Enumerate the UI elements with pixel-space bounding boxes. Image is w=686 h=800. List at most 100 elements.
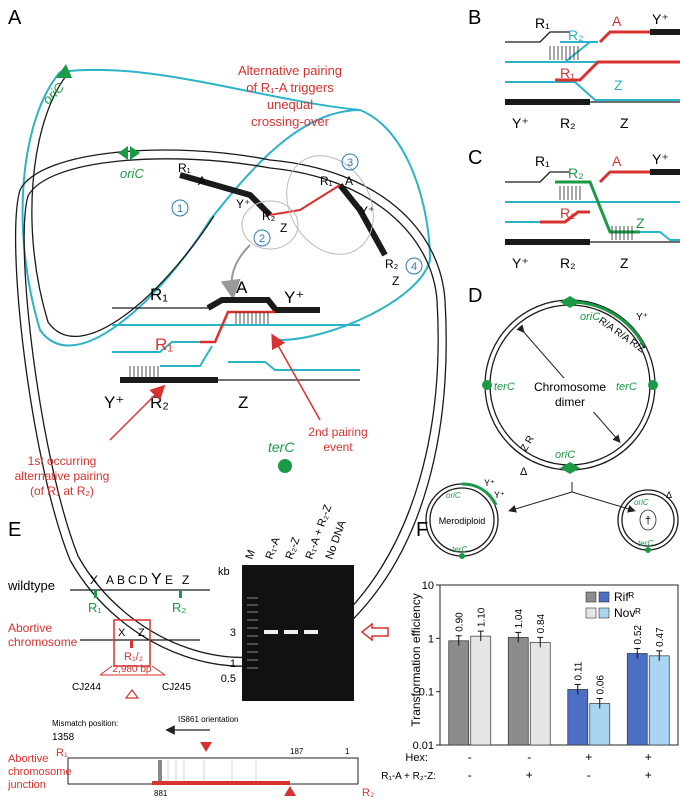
- legend-label: Novᴿ: [614, 606, 641, 620]
- legend-swatch-pos: [598, 591, 610, 603]
- e-wildtype: wildtype: [7, 578, 55, 593]
- r1r2-sign: -: [587, 768, 591, 782]
- second-pairing-line1: 2nd pairing: [308, 425, 367, 439]
- b-r2-b: R₂: [560, 115, 576, 131]
- bar-value-label: 0.90: [455, 612, 466, 632]
- b-a: A: [612, 13, 622, 29]
- wildtype-letter-a: A: [106, 573, 114, 587]
- e-z: Z: [138, 627, 145, 639]
- bar-value-label: 0.84: [536, 613, 547, 633]
- bar-rif: [448, 640, 470, 746]
- bar-value-label: 0.11: [574, 661, 585, 680]
- e-jr1: R₁: [56, 747, 68, 759]
- circle-num-3: 3: [347, 157, 353, 169]
- bar-value-label: 0.06: [596, 675, 607, 695]
- e-kb: kb: [218, 566, 230, 578]
- b-yplus: Y⁺: [652, 11, 669, 27]
- e-pos881: 881: [154, 789, 168, 798]
- c-a: A: [612, 153, 622, 169]
- panel-label-f: F: [416, 519, 428, 541]
- ring-yplus-b: Y⁺: [360, 204, 374, 218]
- e-r1: R₁: [88, 600, 102, 615]
- ring-yplus: Y⁺: [236, 197, 250, 211]
- panel-a-zoom: R₁ A Y⁺ R₁ Y⁺ R₂ Z: [104, 278, 360, 412]
- d-small-oric-l: oriC: [446, 491, 461, 500]
- wildtype-letter-b: B: [117, 573, 125, 587]
- wildtype-letter-e: E: [165, 573, 173, 587]
- first-pairing-line2: alternative pairing: [15, 469, 110, 483]
- panel-f: F Transformation efficiency 1010.10.01Ri…: [381, 519, 679, 782]
- bar-value-label: 0.47: [655, 627, 666, 647]
- chart-frame: [439, 584, 679, 746]
- y-tick-label: 0.1: [419, 687, 434, 699]
- d-small-y1: Y⁺: [484, 478, 495, 488]
- zoom-yplus-b: Y⁺: [104, 393, 124, 412]
- wildtype-letter-d: D: [139, 573, 148, 587]
- d-small-y2: Y⁺: [494, 490, 505, 500]
- wildtype-letter-c: C: [128, 573, 137, 587]
- e-abortive-line2: chromosome: [8, 635, 78, 649]
- zoom-r2: R₂: [150, 393, 169, 412]
- wildtype-letter-y: Y: [151, 571, 162, 588]
- bar-nov: [589, 703, 611, 746]
- panel-c: C R₁ R₂ A Y⁺ R₁ Z Y⁺ R₂ Z: [468, 147, 680, 271]
- bar-nov: [648, 655, 670, 746]
- c-z-b: Z: [620, 255, 629, 271]
- ring-r2: R₂: [262, 209, 276, 223]
- panel-label-e: E: [8, 519, 21, 541]
- annotation-line2: of R₁-A triggers: [246, 80, 334, 95]
- panel-label-d: D: [468, 285, 482, 307]
- oric-outer-label: oriC: [40, 79, 68, 107]
- ring-r1: R₁: [178, 161, 191, 175]
- e-pos1358: 1358: [52, 732, 75, 743]
- d-dagger: †: [645, 515, 651, 527]
- panel-d: D Chromosome dimer oriC oriC terC terC R…: [425, 285, 679, 559]
- c-yplus-b: Y⁺: [512, 255, 529, 271]
- hex-sign: +: [645, 750, 652, 764]
- d-terc-right: terC: [616, 381, 637, 393]
- gel-lane-label-2: R₂-Z: [284, 535, 303, 561]
- annotation-line1: Alternative pairing: [238, 63, 342, 78]
- d-small-delta: Δ: [666, 490, 672, 500]
- circle-num-4: 4: [411, 261, 417, 273]
- zoom-z: Z: [238, 393, 248, 412]
- first-pairing-line1: 1st occurring: [28, 454, 97, 468]
- e-pos1: 1: [345, 747, 350, 756]
- legend-swatch-pos: [598, 607, 610, 619]
- wildtype-letter-x: X: [90, 573, 98, 587]
- r1r2-sign: +: [645, 768, 652, 782]
- row-label-r1r2: R₁-A + R₂-Z:: [381, 771, 436, 782]
- bar-nov: [470, 635, 492, 746]
- e-mismatch: Mismatch position:: [52, 719, 118, 728]
- zoom-yplus: Y⁺: [284, 288, 304, 307]
- e-r2: R₂: [172, 600, 186, 615]
- d-merodiploid: Merodiploid: [439, 516, 486, 526]
- panel-label-a: A: [8, 7, 22, 29]
- c-r1-red: R₁: [560, 205, 575, 221]
- e-bp: 2,980 bp: [113, 664, 152, 675]
- e-junction-line2: chromosome: [8, 766, 72, 778]
- bar-rif: [626, 653, 648, 746]
- r1r2-sign: -: [468, 768, 472, 782]
- ring-z-b: Z: [392, 274, 399, 288]
- e-pos187: 187: [290, 747, 304, 756]
- legend-swatch-neg: [585, 607, 597, 619]
- ring-r1-b: R₁: [320, 174, 333, 188]
- panel-b: B R₁ R₂ A Y⁺ R₁ Z Y⁺ R₂ Z: [468, 7, 680, 131]
- e-kb-05: 0.5: [221, 673, 236, 685]
- dimer-line2: dimer: [555, 395, 585, 409]
- b-z-b: Z: [620, 115, 629, 131]
- e-x: X: [118, 627, 126, 639]
- d-small-oric-r: oriC: [634, 498, 649, 507]
- panel-label-b: B: [468, 7, 481, 29]
- wildtype-letter-z: Z: [182, 573, 189, 587]
- ring-r2-b: R₂: [385, 257, 399, 271]
- ring-z: Z: [280, 221, 287, 235]
- circle-num-1: 1: [177, 203, 183, 215]
- annotation-line3: unequal: [267, 97, 313, 112]
- annotation-line4: crossing-over: [251, 114, 330, 129]
- legend-label: Rifᴿ: [614, 590, 635, 604]
